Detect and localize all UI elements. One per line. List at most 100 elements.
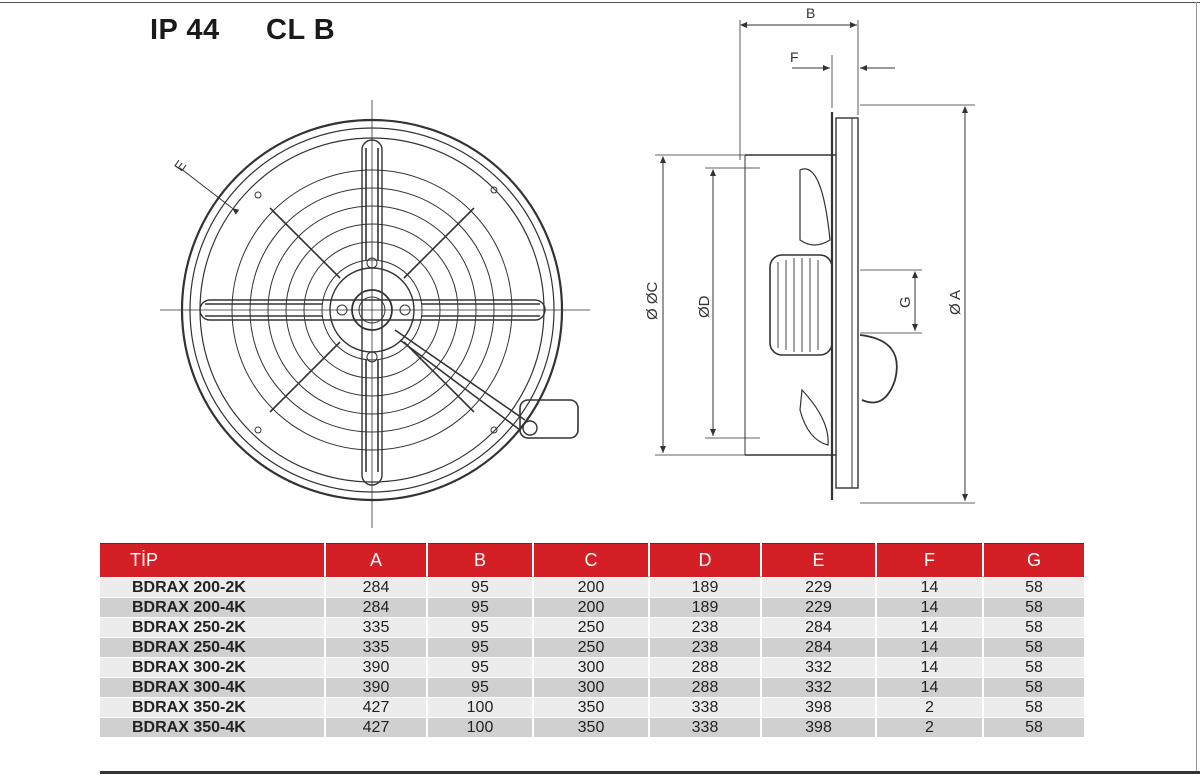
dimension-e-label: E: [171, 157, 189, 174]
dimension-g-label: G: [897, 296, 914, 308]
cell-type: BDRAX 250-4K: [100, 638, 324, 657]
cell-type: BDRAX 200-2K: [100, 578, 324, 597]
cell-g: 58: [984, 638, 1084, 657]
header-b: B: [428, 543, 532, 577]
cell-c: 350: [534, 698, 648, 717]
cell-f: 14: [877, 618, 982, 637]
motor-body: [769, 254, 833, 356]
cell-f: 2: [877, 698, 982, 717]
cell-g: 58: [984, 698, 1084, 717]
cell-c: 200: [534, 598, 648, 617]
ip-rating-title: IP 44: [150, 14, 220, 46]
table-row: BDRAX 300-2K 390 95 300 288 332 14 58: [100, 658, 1084, 677]
cell-e: 398: [762, 698, 875, 717]
fan-front-view: [160, 100, 590, 528]
cell-b: 100: [428, 698, 532, 717]
cell-g: 58: [984, 718, 1084, 737]
blade-bottom: [799, 388, 829, 446]
power-cable: [859, 334, 898, 404]
cell-a: 390: [326, 658, 426, 677]
header-a: A: [326, 543, 426, 577]
cell-e: 398: [762, 718, 875, 737]
cell-g: 58: [984, 678, 1084, 697]
cell-f: 2: [877, 718, 982, 737]
cell-d: 189: [650, 598, 760, 617]
cell-type: BDRAX 250-2K: [100, 618, 324, 637]
insulation-class-title: CL B: [266, 14, 336, 46]
cell-b: 95: [428, 618, 532, 637]
cell-c: 300: [534, 678, 648, 697]
fan-side-view: [655, 20, 975, 504]
cell-type: BDRAX 350-4K: [100, 718, 324, 737]
cell-c: 250: [534, 638, 648, 657]
cell-a: 335: [326, 618, 426, 637]
cell-type: BDRAX 200-4K: [100, 598, 324, 617]
cell-c: 200: [534, 578, 648, 597]
cell-a: 335: [326, 638, 426, 657]
header-d: D: [650, 543, 760, 577]
cell-e: 332: [762, 678, 875, 697]
dimension-b-label: B: [806, 5, 815, 21]
cell-d: 338: [650, 698, 760, 717]
table-row: BDRAX 250-2K 335 95 250 238 284 14 58: [100, 618, 1084, 637]
header-g: G: [984, 543, 1084, 577]
table-row: BDRAX 250-4K 335 95 250 238 284 14 58: [100, 638, 1084, 657]
cell-b: 95: [428, 658, 532, 677]
cell-e: 284: [762, 638, 875, 657]
dimensions-table: TİP A B C D E F G BDRAX 200-2K 284 95 20…: [98, 542, 1086, 738]
header-tip: TİP: [100, 543, 324, 577]
cell-d: 238: [650, 618, 760, 637]
cell-f: 14: [877, 638, 982, 657]
cell-e: 332: [762, 658, 875, 677]
table-row: BDRAX 350-2K 427 100 350 338 398 2 58: [100, 698, 1084, 717]
cell-f: 14: [877, 598, 982, 617]
cell-f: 14: [877, 578, 982, 597]
cell-d: 288: [650, 658, 760, 677]
cell-e: 229: [762, 598, 875, 617]
dimension-c-label: Ø ØC: [644, 281, 661, 320]
cell-d: 238: [650, 638, 760, 657]
blade-top: [799, 168, 831, 246]
outer-ring: [180, 118, 564, 502]
dimension-d-label: ØD: [696, 295, 713, 318]
cell-type: BDRAX 350-2K: [100, 698, 324, 717]
table-row: BDRAX 350-4K 427 100 350 338 398 2 58: [100, 718, 1084, 737]
dimension-e-line: [179, 167, 240, 215]
header-f: F: [877, 543, 982, 577]
dimension-f-label: F: [790, 49, 799, 65]
cell-b: 95: [428, 578, 532, 597]
cell-g: 58: [984, 658, 1084, 677]
top-border: [0, 2, 1200, 3]
cell-a: 427: [326, 718, 426, 737]
cell-d: 189: [650, 578, 760, 597]
guard-spokes: [205, 148, 540, 472]
cell-f: 14: [877, 658, 982, 677]
cell-f: 14: [877, 678, 982, 697]
cell-d: 288: [650, 678, 760, 697]
header-c: C: [534, 543, 648, 577]
table-row: BDRAX 300-4K 390 95 300 288 332 14 58: [100, 678, 1084, 697]
fan-technical-drawing: E B F Ø ØC: [160, 5, 975, 528]
bottom-border: [100, 771, 1200, 774]
cell-a: 284: [326, 578, 426, 597]
cell-b: 95: [428, 638, 532, 657]
cell-a: 427: [326, 698, 426, 717]
cell-g: 58: [984, 598, 1084, 617]
cell-b: 95: [428, 678, 532, 697]
cell-e: 229: [762, 578, 875, 597]
cell-c: 300: [534, 658, 648, 677]
header-e: E: [762, 543, 875, 577]
table-header-row: TİP A B C D E F G: [100, 543, 1084, 577]
cell-type: BDRAX 300-4K: [100, 678, 324, 697]
cell-c: 350: [534, 718, 648, 737]
dimension-a-label: Ø A: [947, 290, 964, 315]
cable-gland: [519, 399, 579, 439]
table-row: BDRAX 200-4K 284 95 200 189 229 14 58: [100, 598, 1084, 617]
mounting-bolts: [254, 186, 498, 434]
cell-a: 390: [326, 678, 426, 697]
cell-g: 58: [984, 578, 1084, 597]
cell-type: BDRAX 300-2K: [100, 658, 324, 677]
guard-rings: [231, 169, 513, 451]
cell-b: 95: [428, 598, 532, 617]
cell-g: 58: [984, 618, 1084, 637]
